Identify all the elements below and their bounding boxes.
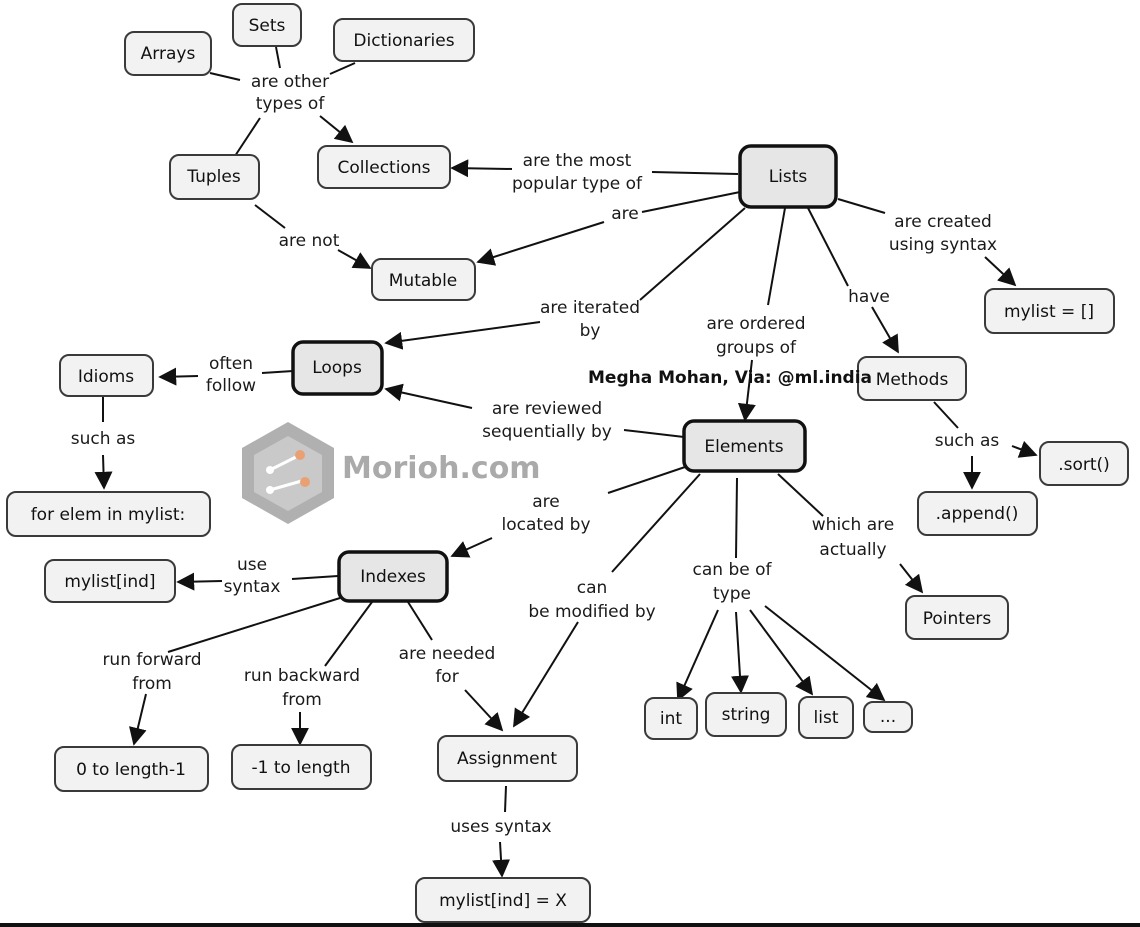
- label-are-other-1: are other: [251, 72, 329, 92]
- svg-text:Sets: Sets: [249, 16, 286, 36]
- svg-text:Dictionaries: Dictionaries: [353, 31, 454, 51]
- credit-text: Megha Mohan, Via: @ml.india: [588, 368, 872, 388]
- watermark-text: Morioh.com: [342, 451, 541, 486]
- label-needed-1: are needed: [399, 644, 496, 664]
- svg-text:Collections: Collections: [338, 158, 431, 178]
- node-assignment: Assignment: [437, 735, 578, 782]
- label-actually-1: which are: [812, 515, 894, 535]
- node-sets: Sets: [232, 3, 302, 47]
- svg-text:Elements: Elements: [704, 437, 783, 457]
- label-are-not: are not: [279, 231, 340, 251]
- node-mylist-assign: mylist[ind] = X: [415, 877, 591, 923]
- svg-text:Pointers: Pointers: [923, 609, 992, 629]
- label-forward-1: run forward: [102, 650, 201, 670]
- node-more: ...: [863, 701, 913, 733]
- label-use-syntax-2: syntax: [224, 577, 281, 597]
- label-backward-1: run backward: [244, 666, 360, 686]
- label-can-be-type-2: type: [713, 584, 751, 604]
- svg-text:string: string: [722, 705, 771, 725]
- label-modified-2: be modified by: [528, 602, 655, 622]
- svg-text:Indexes: Indexes: [360, 567, 426, 587]
- label-located-1: are: [532, 492, 560, 512]
- svg-text:Arrays: Arrays: [141, 44, 196, 64]
- node-tuples: Tuples: [169, 154, 260, 200]
- svg-text:mylist[ind]: mylist[ind]: [64, 572, 155, 592]
- node-sort: .sort(): [1039, 441, 1129, 486]
- svg-text:mylist = []: mylist = []: [1004, 302, 1094, 322]
- label-such-as-right: such as: [935, 431, 1000, 451]
- label-backward-2: from: [282, 690, 322, 710]
- node-list: list: [798, 696, 854, 739]
- label-created-2: using syntax: [889, 235, 997, 255]
- svg-text:for elem in mylist:: for elem in mylist:: [31, 505, 186, 525]
- label-are-other-2: types of: [256, 94, 326, 114]
- svg-text:Loops: Loops: [312, 358, 362, 378]
- label-located-2: located by: [501, 515, 590, 535]
- node-arrays: Arrays: [124, 31, 212, 76]
- label-have: have: [848, 287, 890, 307]
- node-lists: Lists: [738, 144, 838, 209]
- label-such-as-left: such as: [71, 429, 136, 449]
- bottom-border: [0, 923, 1140, 927]
- node-methods: Methods: [857, 356, 967, 401]
- label-uses-syntax: uses syntax: [450, 817, 551, 837]
- node-elements: Elements: [682, 419, 807, 473]
- svg-text:...: ...: [880, 707, 896, 727]
- watermark-logo-icon: [242, 422, 334, 524]
- node-for-elem: for elem in mylist:: [6, 491, 211, 537]
- label-ordered-1: are ordered: [706, 314, 805, 334]
- svg-text:Assignment: Assignment: [457, 749, 557, 769]
- svg-text:Lists: Lists: [769, 167, 808, 187]
- node-pointers: Pointers: [905, 595, 1009, 640]
- node-mutable: Mutable: [371, 258, 476, 301]
- svg-text:Tuples: Tuples: [186, 167, 241, 187]
- node-append: .append(): [917, 491, 1038, 536]
- label-needed-2: for: [435, 667, 458, 687]
- svg-text:0 to length-1: 0 to length-1: [76, 760, 186, 780]
- node-loops: Loops: [291, 340, 384, 396]
- node-neg-to-length: -1 to length: [231, 744, 372, 790]
- label-often-2: follow: [206, 376, 256, 396]
- label-modified-1: can: [577, 578, 608, 598]
- svg-text:.append(): .append(): [936, 504, 1019, 524]
- label-iterated-1: are iterated: [540, 298, 640, 318]
- node-mylist-ind: mylist[ind]: [44, 559, 176, 603]
- label-most-popular-1: are the most: [523, 151, 632, 171]
- label-often-1: often: [209, 354, 253, 374]
- svg-text:mylist[ind] = X: mylist[ind] = X: [439, 891, 567, 911]
- label-are: are: [611, 204, 639, 224]
- node-dictionaries: Dictionaries: [333, 18, 475, 62]
- svg-text:Mutable: Mutable: [389, 271, 458, 291]
- svg-text:list: list: [814, 708, 839, 728]
- label-forward-2: from: [132, 674, 172, 694]
- node-mylist-empty: mylist = []: [984, 288, 1115, 334]
- label-reviewed-1: are reviewed: [492, 399, 602, 419]
- label-created-1: are created: [894, 212, 992, 232]
- svg-text:-1 to length: -1 to length: [251, 758, 350, 778]
- node-zero-to-length: 0 to length-1: [54, 746, 209, 792]
- label-reviewed-2: sequentially by: [482, 422, 612, 442]
- svg-text:int: int: [660, 709, 682, 729]
- edges: [94, 46, 1038, 878]
- watermark: Morioh.com: [242, 422, 541, 524]
- label-can-be-type-1: can be of: [693, 560, 773, 580]
- label-actually-2: actually: [819, 540, 886, 560]
- label-most-popular-2: popular type of: [512, 174, 643, 194]
- link-labels: are other types of are the most popular …: [71, 72, 1000, 837]
- svg-text:Methods: Methods: [876, 370, 949, 390]
- label-ordered-2: groups of: [716, 338, 797, 358]
- node-collections: Collections: [317, 145, 451, 189]
- node-idioms: Idioms: [59, 354, 154, 397]
- label-iterated-2: by: [580, 321, 601, 341]
- node-string: string: [705, 692, 787, 737]
- svg-text:.sort(): .sort(): [1058, 455, 1110, 475]
- node-indexes: Indexes: [337, 550, 449, 603]
- node-int: int: [644, 697, 698, 740]
- label-use-syntax-1: use: [237, 555, 267, 575]
- svg-text:Idioms: Idioms: [78, 367, 134, 387]
